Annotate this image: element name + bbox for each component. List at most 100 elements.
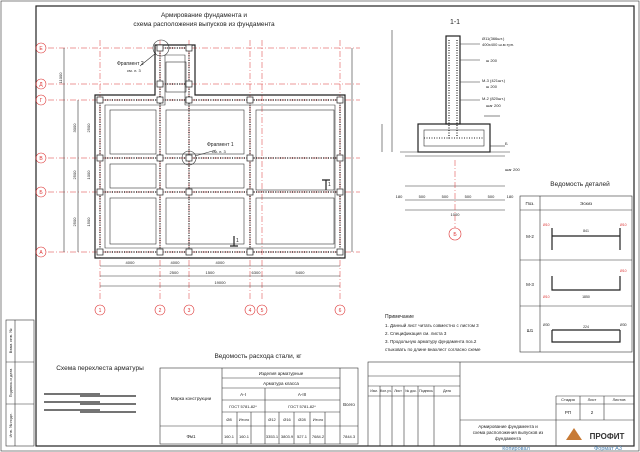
side-stamp: Инв. № подл. Подпись и дата Взам. инв. № [5, 319, 35, 447]
col-label-1: 1 [99, 308, 102, 314]
section-dim-3: 500 [442, 194, 449, 199]
section-dim-5: 500 [488, 194, 495, 199]
foundation-outline-outer [94, 44, 346, 259]
steel-sub-2: Итого [239, 417, 250, 422]
note-line-4: стыковать по длине внахлест согласно схе… [385, 347, 481, 352]
stamp-h-5: Подпись [419, 389, 433, 393]
steel-val-6: 7684.2 [312, 434, 325, 439]
dim-bottom-3: 4000 [216, 260, 226, 265]
detail-pos-2: М-3 [526, 282, 534, 287]
dim-bottom2-2: 1500 [206, 270, 216, 275]
details-col-pos: Поз. [526, 201, 535, 206]
dim-bottom-1: 4000 [126, 260, 136, 265]
stamp-sheet: 2 [591, 410, 594, 415]
plan-title-line1: Армирование фундамента и [161, 12, 247, 19]
dim-bottom-2: 4000 [171, 260, 181, 265]
left-dimensions: 11000 3000 2500 2500 2500 1000 1500 [58, 48, 91, 252]
section-callouts: Ø11(366шт.) 400х400 ш.м.трн. ш 200 М-3 (… [460, 36, 520, 172]
fragment1-ref: см. л. 3 [212, 149, 227, 154]
copy-label: Копировал [502, 446, 530, 452]
steel-sub-1: Ø8 [226, 417, 232, 422]
steel-val-5: 527.1 [297, 434, 308, 439]
detail-sketch-3 [551, 329, 621, 343]
foundation-plan: Армирование фундамента и схема расположе… [35, 12, 360, 316]
section-label-2: 400х400 ш.м.трн. [482, 42, 514, 47]
section-title: 1-1 [450, 19, 460, 26]
dim-total: 19000 [214, 280, 226, 285]
row-markers: Е Д Г В Б А [35, 42, 47, 258]
steel-col-products: Изделия арматурные [259, 371, 304, 376]
dim-left-6: 1500 [86, 217, 91, 227]
col-label-3: 3 [188, 308, 191, 314]
cell-3 [255, 109, 335, 191]
details-col-sketch: Эскиз [580, 201, 592, 206]
steel-table: Ведомость расхода стали, кг Марка констр… [159, 353, 359, 445]
steel-col-gost1: ГОСТ 5781-82* [229, 404, 257, 409]
details-table: Ведомость деталей Поз. Эскиз М-2 Ø10 841… [519, 180, 633, 353]
side-stamp-1: Инв. № подл. [8, 413, 13, 438]
section-dim-4: 500 [465, 194, 472, 199]
note-line-2: 2. Спецификация см. листа 3 [385, 331, 447, 336]
col-label-4: 4 [249, 308, 252, 314]
stamp-stage-header: Стадия [561, 397, 575, 402]
section-label-9: шаг 200 [505, 167, 520, 172]
cell-7 [165, 197, 245, 245]
stamp-h-4: № док. [405, 389, 416, 393]
detail-sketch-1 [551, 228, 621, 250]
section-marker-label-2: 1 [236, 238, 239, 244]
detail-2-dim-c: Ø10 [620, 269, 627, 273]
company-name: ПРОФИТ [590, 432, 625, 441]
steel-frame [159, 367, 359, 445]
notes: Примечание 1. Данный лист читать совмест… [385, 314, 481, 352]
fragment2-circle [152, 39, 170, 57]
detail-1-dim-b: 841 [583, 229, 589, 233]
stamp-desc-2: схема расположения выпусков из [473, 430, 543, 435]
detail-2-dim-b: 1850 [582, 295, 590, 299]
section-label-8: Б [505, 141, 508, 146]
section-label-5: ш 200 [486, 84, 498, 89]
stamp-h-1: Изм. [370, 389, 378, 393]
detail-3-dim-a: Ø30 [543, 323, 550, 327]
section-1-1: 1-1 Ø11(366шт.) 400х400 ш.м.трн. ш 200 М… [381, 19, 520, 241]
section-label-3: ш 200 [486, 58, 498, 63]
steel-sub-3: Ø12 [268, 417, 276, 422]
steel-val-2: 160.1 [239, 434, 250, 439]
foundation-outline-inner [104, 54, 336, 249]
stamp-h-2: Кол.уч. [380, 389, 391, 393]
steel-row-mark: Фм1 [186, 434, 196, 439]
section-marker-2 [230, 236, 238, 247]
stamp-sheets-header: Листов [613, 397, 626, 402]
stamp-stage: РП [565, 410, 571, 415]
cell-5 [165, 163, 245, 189]
stamp-h-3: Лист [394, 389, 402, 393]
dim-left-1: 3000 [72, 123, 77, 133]
row-label-a: А [39, 250, 43, 256]
steel-col-class: Арматура класса [263, 381, 299, 386]
stamp-h-6: Дата [443, 389, 451, 393]
steel-sub-6: Итого [313, 417, 324, 422]
steel-val-7: 7844.3 [343, 434, 356, 439]
row-label-e: Е [39, 46, 43, 52]
title-stamp: Изм. Кол.уч. Лист № док. Подпись Дата Ст… [367, 361, 635, 447]
section-label-1: Ø11(366шт.) [482, 36, 505, 41]
detail-2-dim-a: Ø10 [543, 295, 550, 299]
detail-3-dim-c: Ø30 [620, 323, 627, 327]
steel-col-mark: Марка конструкции [171, 396, 212, 401]
detail-pos-3: Ш1 [527, 328, 534, 333]
steel-sub-5: Ø28 [298, 417, 306, 422]
cell-top [165, 61, 187, 93]
fragment1-circle [181, 150, 197, 166]
note-line-1: 1. Данный лист читать совместно с листом… [385, 322, 479, 328]
column-outlets [96, 44, 344, 256]
cell-6 [109, 197, 157, 245]
steel-val-3: 3353.1 [266, 434, 279, 439]
format-label: Формат А3 [594, 446, 622, 452]
fragment1-leader [194, 149, 217, 157]
fragment2-label: Фрагмент 2 [117, 61, 144, 67]
cell-4 [109, 163, 157, 189]
section-label-4: М-3 (421шт.) [482, 78, 506, 83]
steel-col-total: Всего [343, 402, 355, 407]
dim-bottom-5: 5400 [296, 270, 306, 275]
detail-sketch-2 [551, 276, 621, 291]
